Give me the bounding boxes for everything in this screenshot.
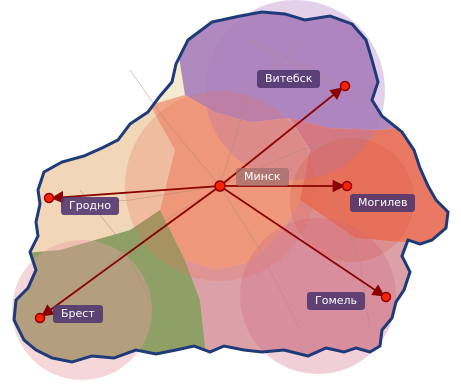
city-label-minsk[interactable]: Минск: [236, 168, 289, 186]
city-label-vitebsk[interactable]: Витебск: [257, 70, 321, 88]
region-brest: [14, 210, 210, 362]
city-dot-grodno[interactable]: [43, 192, 55, 204]
city-dot-mogilev[interactable]: [341, 180, 353, 192]
city-label-brest[interactable]: Брест: [53, 305, 103, 323]
city-dots: [34, 80, 392, 324]
city-label-gomel[interactable]: Гомель: [307, 292, 366, 310]
city-dot-vitebsk[interactable]: [339, 80, 351, 92]
city-label-grodno[interactable]: Гродно: [61, 197, 119, 215]
city-dot-gomel[interactable]: [380, 291, 392, 303]
arrow-to-brest: [40, 185, 221, 317]
city-dot-minsk[interactable]: [214, 180, 226, 192]
country-border: [12, 10, 450, 364]
arrow-to-gomel: [219, 185, 386, 297]
city-dot-brest[interactable]: [34, 312, 46, 324]
city-label-mogilev[interactable]: Могилев: [350, 194, 416, 212]
region-minsk: [150, 95, 310, 270]
coverage-circle-vitebsk: [205, 0, 385, 180]
arrow-to-grodno: [50, 185, 221, 204]
